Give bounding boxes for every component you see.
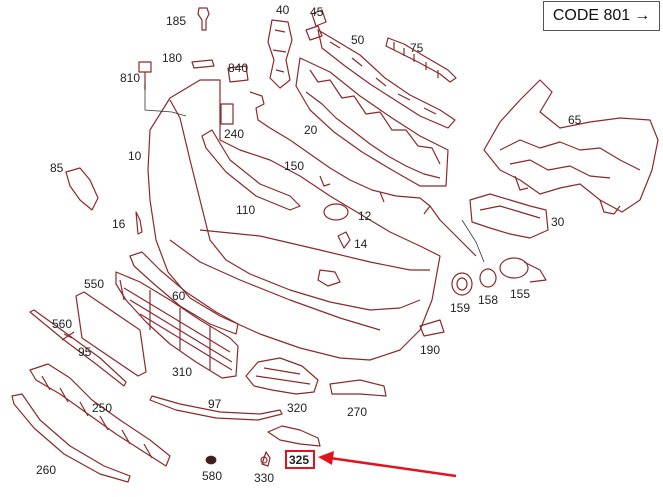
part-240-plug: [220, 103, 234, 125]
part-labels: 185 40 45 50 75 180 810 840 65 240 20 10…: [36, 3, 582, 485]
label-560[interactable]: 560: [52, 317, 72, 331]
part-110-trim-strip: [201, 129, 301, 211]
label-325[interactable]: 325: [289, 453, 309, 467]
part-158-ring: [479, 268, 497, 288]
label-180[interactable]: 180: [162, 51, 182, 65]
label-75[interactable]: 75: [410, 41, 424, 55]
part-185-clip: [197, 7, 210, 31]
highlight-arrow-head: [318, 451, 334, 465]
label-110[interactable]: 110: [236, 203, 255, 217]
part-40-bracket: [267, 19, 293, 89]
part-150-wiring-harness: [249, 91, 477, 257]
leader-lines: [144, 84, 485, 263]
part-159-sensor: [451, 272, 473, 296]
label-159[interactable]: 159: [450, 301, 470, 315]
part-95-trim: [29, 309, 127, 387]
highlight-box: [285, 450, 315, 469]
highlight-arrow-line: [329, 456, 457, 478]
part-320-side-grille: [245, 357, 319, 395]
part-30-bracket: [469, 193, 549, 239]
part-45-bracket: [305, 9, 327, 41]
part-85-guide: [65, 167, 99, 211]
part-580-nut: [205, 455, 217, 465]
part-50-absorber-bracket: [317, 29, 456, 129]
label-150[interactable]: 150: [284, 159, 304, 173]
label-330[interactable]: 330: [254, 471, 274, 485]
highlight-325: [285, 450, 457, 478]
label-250[interactable]: 250: [92, 401, 112, 415]
part-14-hook: [337, 231, 351, 249]
part-560-bolt: [61, 331, 75, 341]
arrow-right-icon: →: [634, 7, 651, 24]
part-250-carrier: [29, 363, 171, 467]
part-12-tow-cap: [323, 203, 349, 221]
label-270[interactable]: 270: [347, 405, 367, 419]
code-801-text: CODE 801: [552, 7, 631, 24]
label-12[interactable]: 12: [358, 209, 372, 223]
label-580[interactable]: 580: [202, 469, 222, 483]
label-40[interactable]: 40: [276, 3, 290, 17]
label-550[interactable]: 550: [84, 277, 104, 291]
label-30[interactable]: 30: [551, 215, 565, 229]
part-180-spacer: [191, 59, 215, 69]
part-190-bracket: [419, 319, 445, 337]
label-240[interactable]: 240: [224, 127, 244, 141]
label-158[interactable]: 158: [478, 293, 498, 307]
part-840-clip: [227, 65, 249, 83]
part-65-carrier: [483, 79, 659, 215]
label-85[interactable]: 85: [50, 161, 64, 175]
label-310[interactable]: 310: [172, 365, 192, 379]
label-95[interactable]: 95: [78, 345, 92, 359]
part-75-rail: [385, 37, 457, 83]
part-10-bumper-cover: [147, 79, 441, 361]
label-155[interactable]: 155: [510, 287, 530, 301]
part-60-grille-frame: [129, 251, 239, 335]
label-190[interactable]: 190: [420, 343, 440, 357]
part-97-trim: [149, 395, 283, 421]
label-185[interactable]: 185: [166, 14, 186, 28]
part-20-energy-absorber: [295, 57, 449, 187]
label-10[interactable]: 10: [128, 149, 142, 163]
part-330-screw: [260, 451, 271, 467]
part-260-trim: [11, 393, 131, 483]
part-310-mesh-grille: [115, 271, 239, 379]
label-45[interactable]: 45: [310, 5, 324, 19]
label-840[interactable]: 840: [228, 61, 248, 75]
part-155-sensor: [499, 257, 547, 283]
part-550-license-plate-holder: [75, 291, 147, 377]
part-16-clip: [135, 211, 143, 235]
label-20[interactable]: 20: [304, 123, 318, 137]
label-50[interactable]: 50: [351, 33, 365, 47]
label-16[interactable]: 16: [112, 217, 126, 231]
code-801-box: CODE 801 →: [543, 1, 660, 31]
label-260[interactable]: 260: [36, 463, 56, 477]
label-320[interactable]: 320: [287, 401, 307, 415]
label-14[interactable]: 14: [354, 237, 368, 251]
part-325-cover: [267, 425, 321, 447]
part-270-bracket: [329, 379, 387, 397]
label-60[interactable]: 60: [172, 289, 186, 303]
label-65[interactable]: 65: [568, 113, 582, 127]
label-810[interactable]: 810: [120, 71, 140, 85]
label-97[interactable]: 97: [208, 397, 222, 411]
